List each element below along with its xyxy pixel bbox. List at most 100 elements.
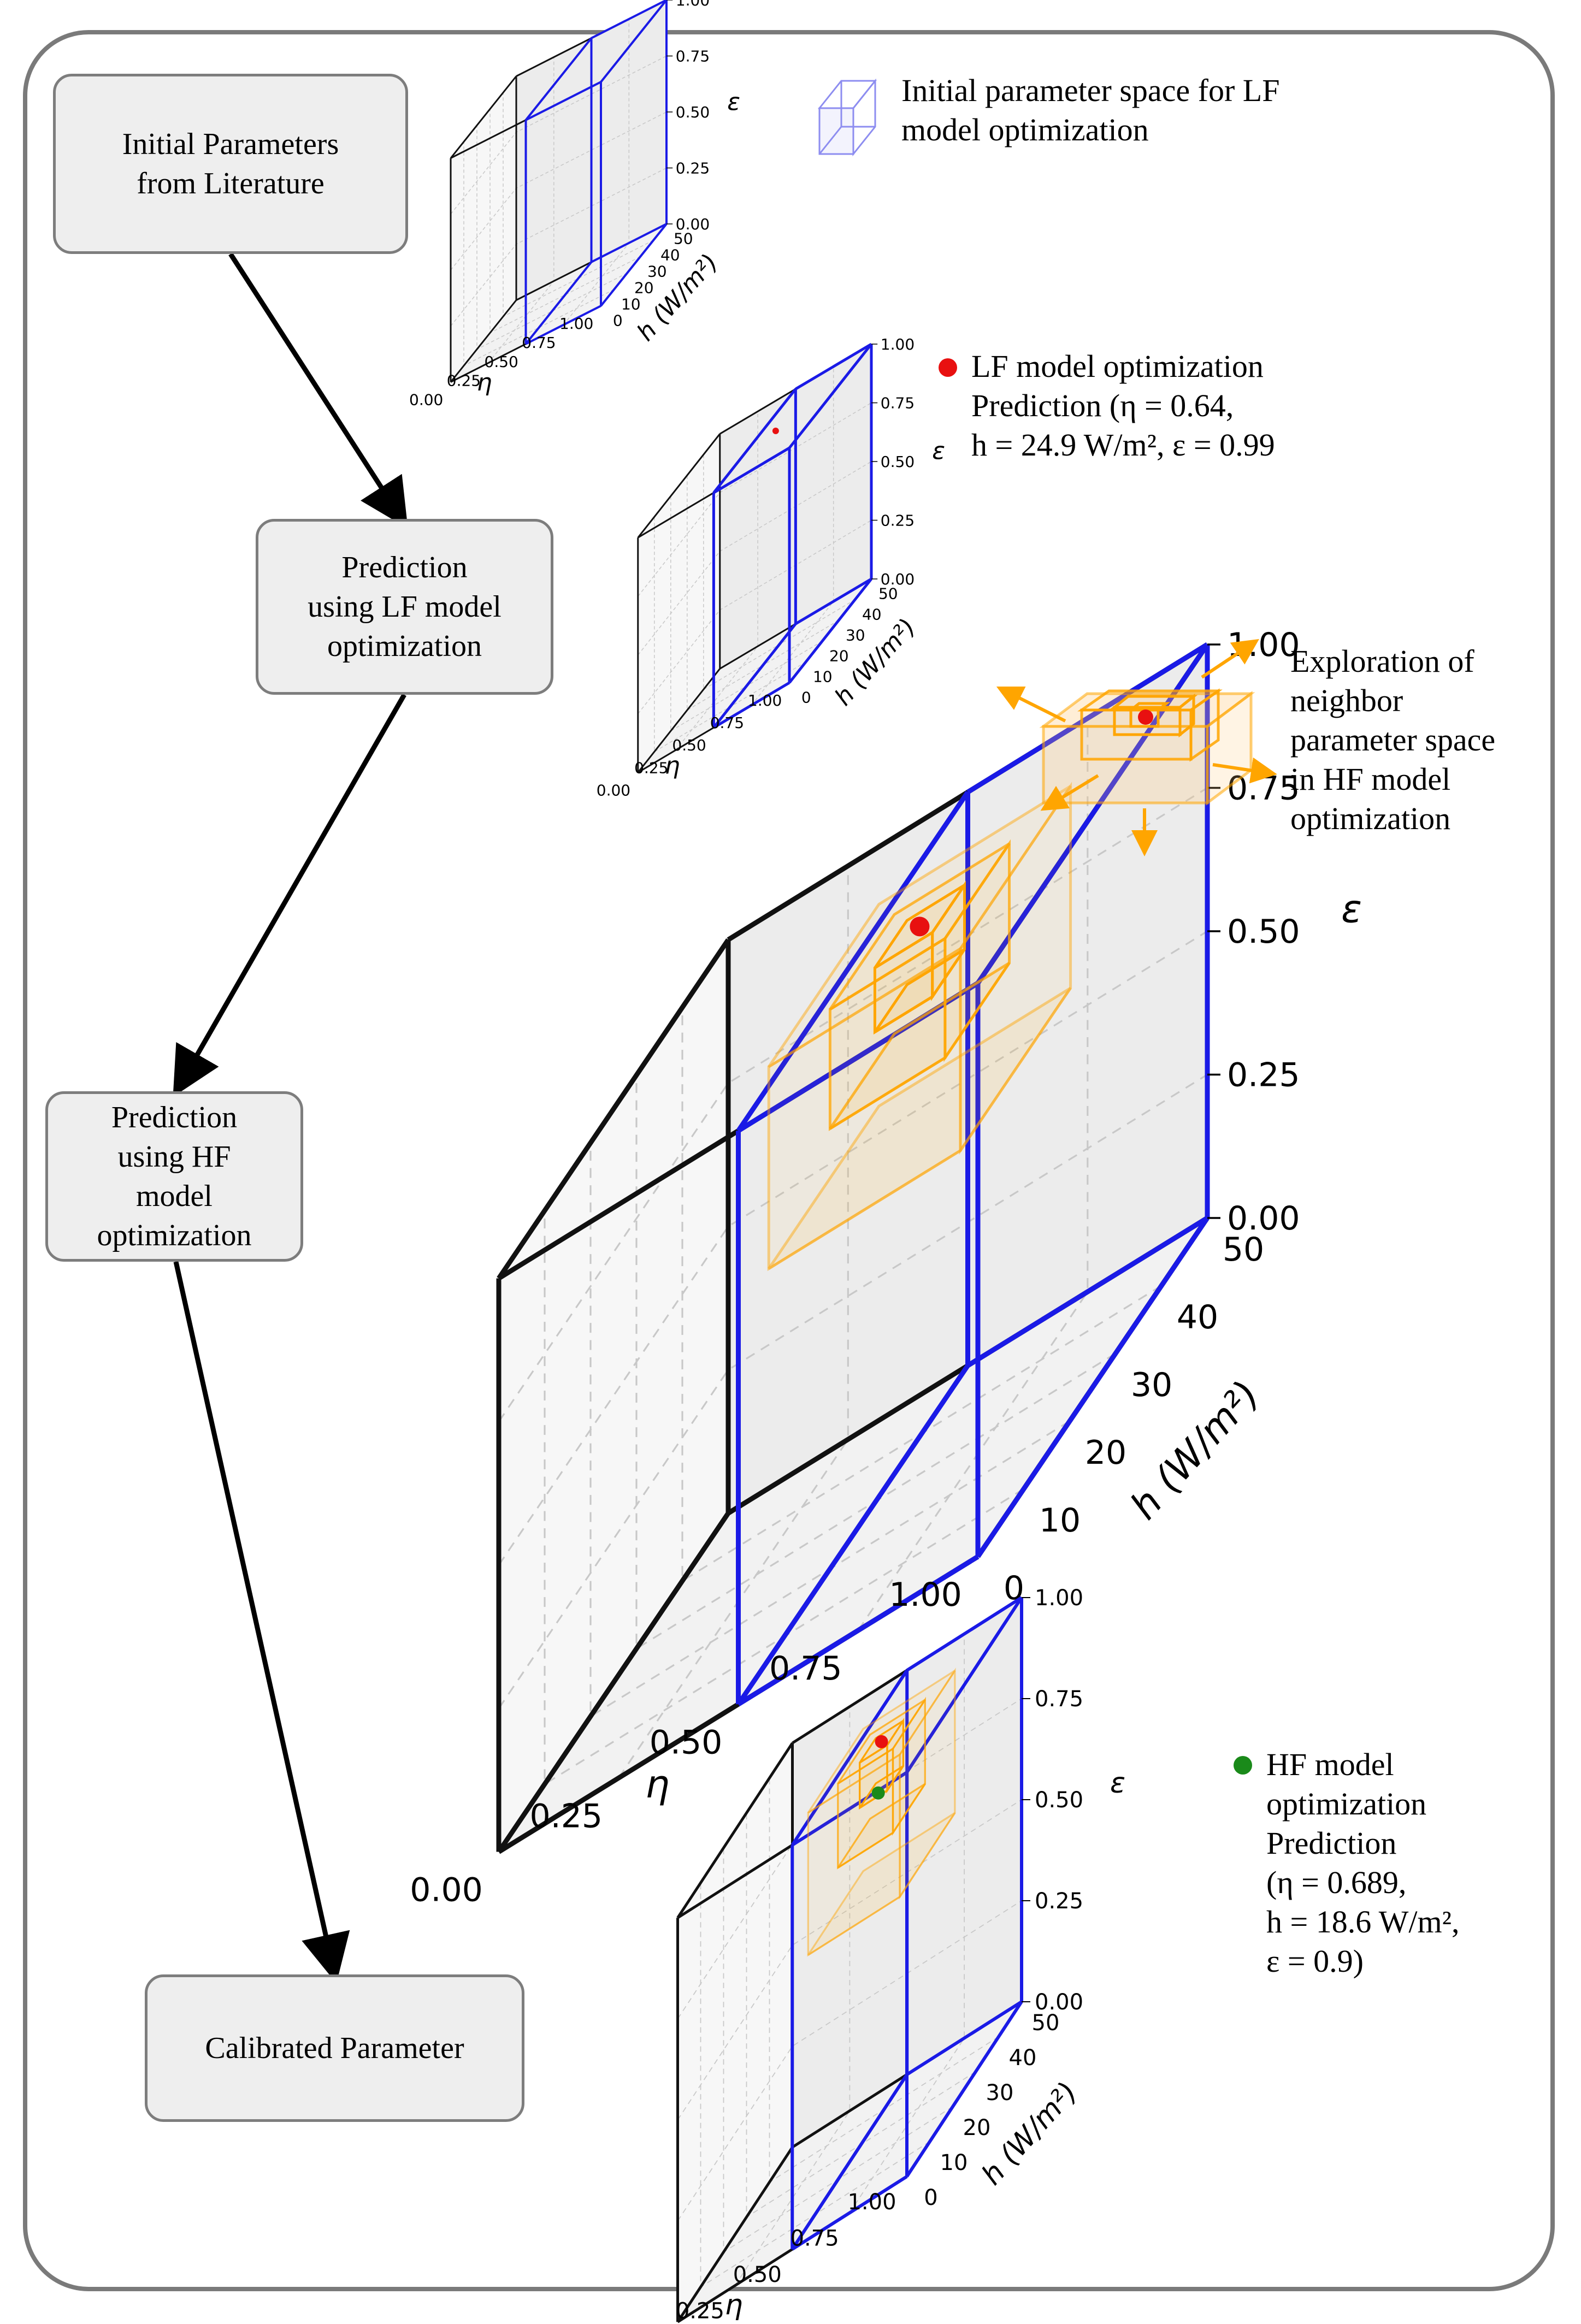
lf-prediction-point <box>875 1735 888 1748</box>
grid-line <box>670 496 823 732</box>
eta-tick-label: 0.00 <box>409 391 443 409</box>
grid-line <box>654 517 806 753</box>
exploration-boxes-icon <box>996 639 1277 856</box>
h-tick-label: 40 <box>1009 2045 1037 2071</box>
eta-tick-label: 0.50 <box>485 353 518 371</box>
subspace-edge <box>712 388 797 494</box>
eps-tick-label: 0.00 <box>1227 1199 1300 1238</box>
lf-point-legend-dot <box>939 358 957 377</box>
left-pane <box>499 939 728 1852</box>
h-tick-label: 10 <box>940 2150 968 2175</box>
eps-tick-label: 0.00 <box>1035 1990 1083 2015</box>
h-tick-label: 50 <box>1032 2010 1060 2036</box>
step-initial-parameters: Initial Parameters from Literature <box>53 74 408 254</box>
h-tick-label: 0 <box>801 688 811 706</box>
h-tick-label: 30 <box>1131 1366 1172 1404</box>
flow-arrow-lf-to-hf <box>173 693 406 1097</box>
parameter-space-chart-calibrated: 0.000.250.500.751.00010203040500.000.250… <box>676 1586 1125 2324</box>
box-edge <box>676 1742 794 1919</box>
h-tick-label: 20 <box>829 647 849 665</box>
h-tick-label: 50 <box>1223 1231 1264 1269</box>
eta-tick-label: 0.25 <box>676 2299 724 2324</box>
eps-tick-label: 0.50 <box>881 453 915 471</box>
parameter-space-cube-icon <box>817 78 877 157</box>
eta-axis-label: η <box>725 2288 743 2321</box>
grid-line <box>849 1634 965 2214</box>
h-tick-label: 20 <box>963 2115 991 2140</box>
eta-tick-label: 1.00 <box>559 315 593 333</box>
step-calibrated-parameter: Calibrated Parameter <box>145 1974 524 2122</box>
subspace-edge <box>525 305 601 345</box>
eta-axis-label: η <box>665 752 680 779</box>
h-tick-label: 40 <box>660 246 680 264</box>
eta-tick-label: 0.75 <box>769 1649 842 1688</box>
grid-line <box>734 1706 851 2286</box>
eta-tick-label: 0.50 <box>672 736 706 754</box>
hf-point-legend-dot <box>1234 1756 1252 1775</box>
exploration-box <box>837 1747 894 1870</box>
box-edge <box>497 938 730 1280</box>
h-tick-label: 40 <box>862 605 882 623</box>
explore-arrow-up <box>1201 639 1259 679</box>
grid-line <box>677 1698 1022 2019</box>
h-tick-label: 30 <box>846 626 865 644</box>
eta-tick-label: 0.50 <box>733 2262 782 2287</box>
h-tick-label: 0 <box>613 311 623 329</box>
subspace-edge <box>736 1364 970 1706</box>
h-tick-label: 40 <box>1177 1298 1218 1337</box>
subspace-edge <box>790 2073 909 2250</box>
eps-axis-label: ε <box>1110 1767 1125 1800</box>
subspace-edge <box>905 2001 1023 2178</box>
subspace-edge <box>788 578 872 684</box>
eps-axis-label: ε <box>727 88 740 116</box>
eta-tick-label: 0.00 <box>597 781 630 799</box>
subspace-edge <box>906 1596 1023 1672</box>
eps-axis-label: ε <box>932 437 945 465</box>
eps-tick-label: 0.00 <box>881 570 915 588</box>
eta-tick-label: 1.00 <box>748 691 782 709</box>
grid-line <box>703 454 856 690</box>
subspace-edge <box>591 223 667 263</box>
subspace-edge <box>525 81 601 121</box>
h-tick-label: 0 <box>924 2185 937 2210</box>
flow-arrow-initial-to-lf <box>228 252 408 529</box>
eps-tick-label: 1.00 <box>1035 1586 1083 1611</box>
explore-icon-point <box>1138 709 1153 725</box>
subspace-edge <box>591 0 667 39</box>
annotation-initial-space: Initial parameter space for LF model opt… <box>901 73 1280 147</box>
eps-tick-label: 1.00 <box>676 0 710 9</box>
eps-tick-label: 0.25 <box>1227 1056 1300 1095</box>
box-edge <box>450 75 517 159</box>
eta-axis-label: η <box>477 369 492 397</box>
eps-tick-label: 1.00 <box>1227 626 1300 664</box>
box-edge <box>676 2146 794 2323</box>
eps-tick-label: 0.25 <box>1035 1889 1083 1914</box>
exploration-box <box>828 936 947 1131</box>
eps-tick-label: 0.75 <box>1035 1687 1083 1712</box>
subspace-edge <box>791 2175 908 2251</box>
subspace-edge <box>966 642 1209 795</box>
h-tick-label: 10 <box>813 667 833 685</box>
exploration-box <box>768 986 1072 1270</box>
box-edge <box>637 668 721 773</box>
h-tick-label: 30 <box>647 262 667 280</box>
eta-tick-label: 0.25 <box>634 759 668 777</box>
subspace-edge <box>976 643 1210 985</box>
eps-tick-label: 0.25 <box>881 511 915 529</box>
subspace-edge <box>795 577 872 625</box>
eps-tick-label: 0.75 <box>881 394 915 412</box>
h-tick-label: 20 <box>634 279 654 297</box>
subspace-edge <box>524 37 593 121</box>
eta-tick-label: 0.25 <box>447 372 481 390</box>
subspace-edge <box>600 0 668 83</box>
eps-tick-label: 0.50 <box>1227 913 1300 951</box>
eps-tick-label: 0.00 <box>676 215 710 233</box>
eps-tick-label: 0.50 <box>676 103 710 121</box>
h-tick-label: 50 <box>878 584 898 602</box>
eta-tick-label: 0.75 <box>522 334 556 352</box>
eta-tick-label: 0.25 <box>529 1797 603 1835</box>
box-edge <box>497 1511 730 1854</box>
grid-line <box>677 1900 1022 2221</box>
explore-arrow-right <box>1212 757 1277 784</box>
